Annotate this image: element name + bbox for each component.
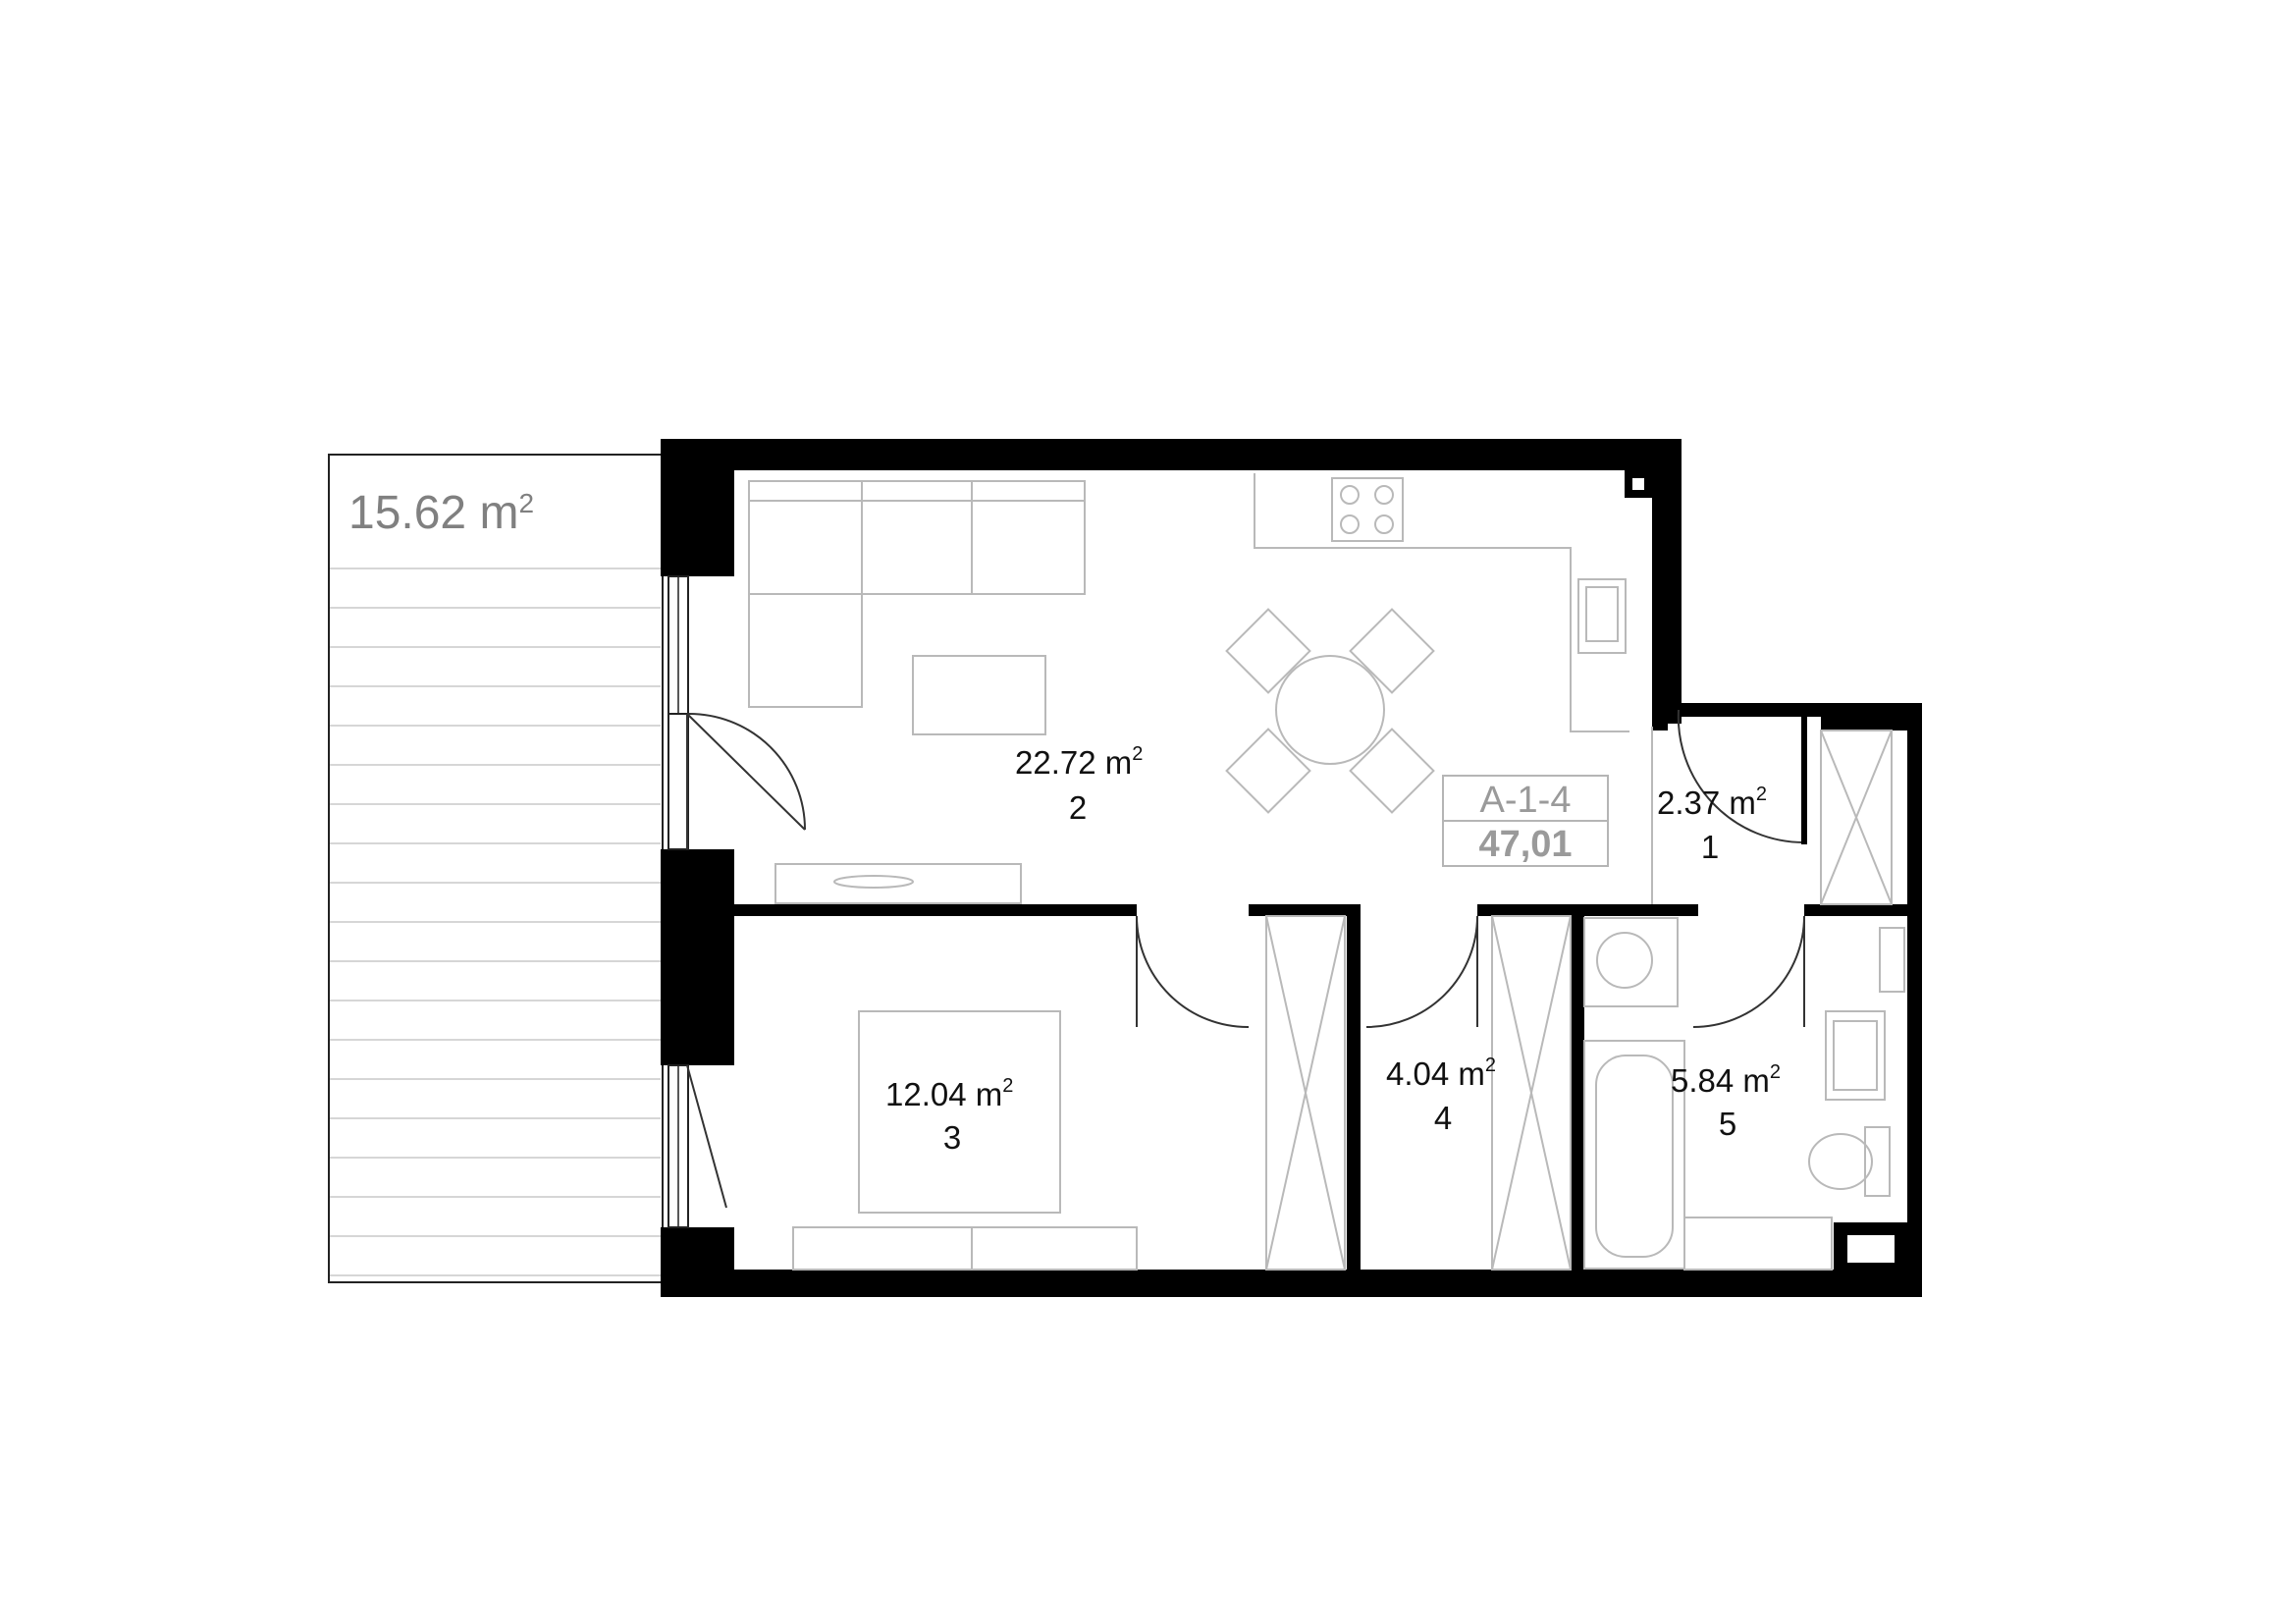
- walls: [661, 439, 1922, 1297]
- room-area: 12.04: [885, 1076, 967, 1112]
- room-unit: m: [1729, 784, 1756, 821]
- room-unit: m: [1458, 1055, 1485, 1092]
- doors: [686, 709, 1807, 1209]
- room-label-bathroom: 5.84 m2 5: [1671, 1061, 1781, 1142]
- room-label-bedroom: 12.04 m2 3: [885, 1075, 1013, 1156]
- room-area: 22.72: [1015, 744, 1096, 781]
- room-area: 4.04: [1386, 1055, 1449, 1092]
- svg-text:2.37 m2: 2.37 m2: [1657, 784, 1767, 821]
- windows: [667, 575, 689, 1228]
- terrace: 15.62 m2: [328, 454, 664, 1283]
- room-number: 2: [1069, 789, 1087, 826]
- room-number: 1: [1701, 829, 1719, 865]
- svg-text:5.84 m2: 5.84 m2: [1671, 1061, 1781, 1099]
- room-unit: m: [1105, 744, 1133, 781]
- room-unit: m: [976, 1076, 1003, 1112]
- svg-text:4.04 m2: 4.04 m2: [1386, 1055, 1496, 1092]
- svg-text:12.04 m2: 12.04 m2: [885, 1075, 1013, 1112]
- room-area: 5.84: [1671, 1062, 1734, 1099]
- room-number: 4: [1434, 1100, 1452, 1136]
- room-label-entry: 2.37 m2 1: [1657, 784, 1767, 865]
- room-unit: m: [1742, 1062, 1770, 1099]
- svg-text:22.72 m2: 22.72 m2: [1015, 743, 1143, 781]
- unit-box: A-1-4 47,01: [1442, 775, 1609, 867]
- room-label-living: 22.72 m2 2: [1015, 743, 1143, 826]
- room-area: 2.37: [1657, 784, 1720, 821]
- room-number: 5: [1719, 1106, 1736, 1142]
- room-label-hall: 4.04 m2 4: [1386, 1055, 1496, 1136]
- room-number: 3: [943, 1119, 961, 1156]
- unit-code: A-1-4: [1480, 780, 1572, 821]
- furniture: [748, 473, 1905, 1271]
- unit-total-area: 47,01: [1478, 824, 1572, 865]
- terrace-area-label: 15.62 m2: [348, 487, 534, 539]
